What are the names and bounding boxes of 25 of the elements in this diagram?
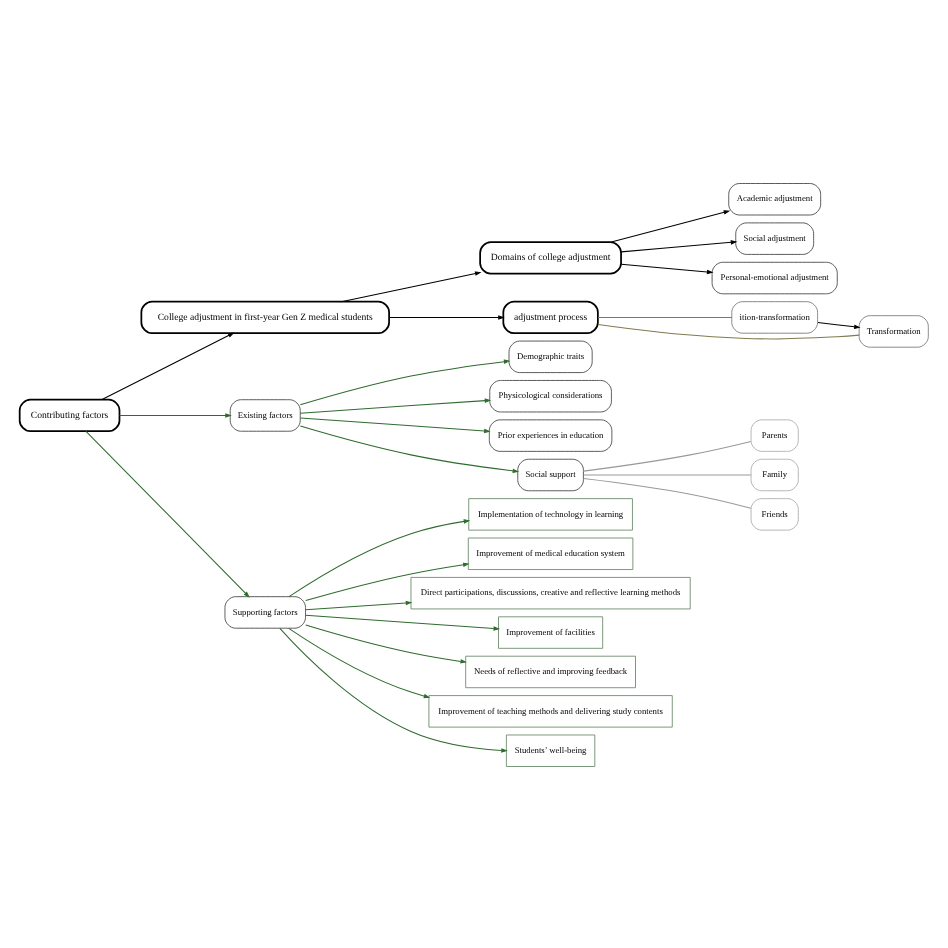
arrow	[101, 331, 235, 400]
connector	[583, 439, 752, 471]
connector	[597, 315, 733, 317]
connector	[583, 473, 752, 475]
arrow	[388, 314, 505, 319]
arrow	[610, 209, 731, 242]
arrow	[620, 239, 738, 252]
arrow	[279, 626, 508, 752]
connector	[597, 323, 860, 339]
arrow	[305, 599, 413, 610]
arrow	[620, 262, 714, 274]
arrow	[305, 623, 467, 663]
arrow	[288, 626, 431, 698]
arrow	[288, 518, 471, 597]
arrow	[817, 320, 861, 329]
arrow	[85, 429, 250, 597]
arrow	[340, 270, 482, 302]
arrow	[299, 397, 492, 413]
arrow	[299, 424, 520, 473]
arrow	[305, 561, 470, 601]
arrow	[299, 358, 511, 405]
connector	[583, 477, 752, 508]
arrow	[119, 412, 232, 417]
arrow	[299, 416, 491, 433]
arrow	[305, 613, 500, 630]
